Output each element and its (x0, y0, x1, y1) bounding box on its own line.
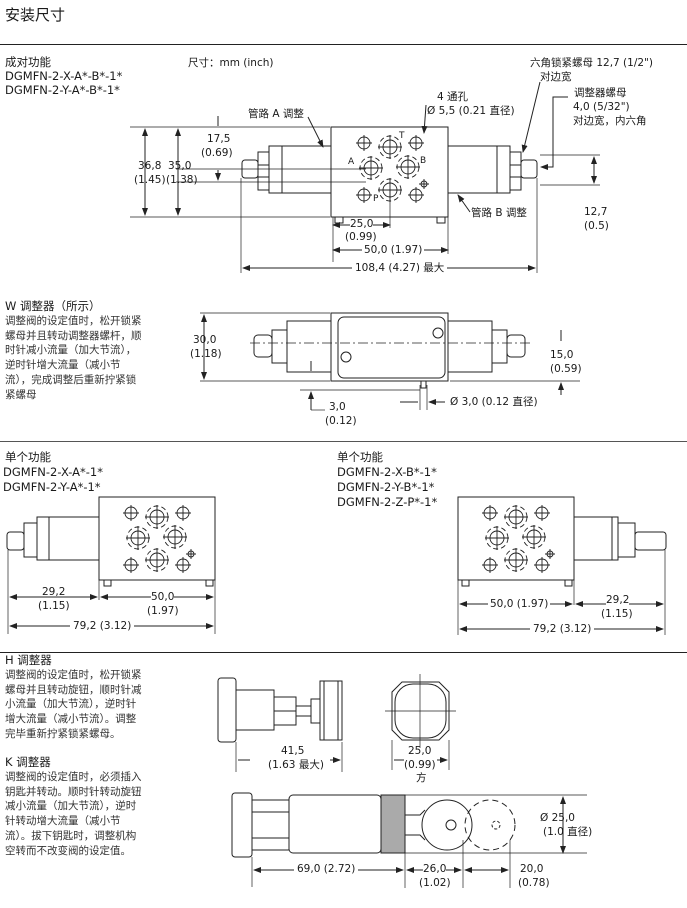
dim-29-2-in: (1.15) (38, 600, 70, 613)
dim-50-0-in: (1.97) (147, 605, 179, 617)
single-left-heading: 单个功能 (5, 450, 51, 464)
w-adjuster-drawing (200, 312, 580, 411)
pin-diameter: Ø 3,0 (0.12 直径) (450, 396, 538, 408)
dim-69-0: 69,0 (2.72) (294, 863, 359, 876)
dim-79-2: 79,2 (3.12) (530, 623, 595, 636)
dim-79-2: 79,2 (3.12) (70, 620, 135, 633)
dim-25-0-in: (0.99) (345, 231, 377, 243)
single-left-model: DGMFN-2-X-A*-1* (3, 465, 103, 479)
dim-41-5-in: (1.63 最大) (268, 759, 324, 771)
dim-15-0-in: (0.59) (550, 363, 582, 375)
h-heading: H 调整器 (5, 653, 52, 667)
dim-29-2-in: (1.15) (601, 608, 633, 620)
dim-20-0: 20,0 (520, 863, 544, 875)
units-note: 尺寸：mm (inch) (188, 57, 274, 69)
port-label-t: T (399, 131, 405, 141)
dim-108-4: 108,4 (4.27) 最大 (352, 262, 448, 275)
paired-model: DGMFN-2-Y-A*-B*-1* (5, 83, 120, 97)
page-title: 安装尺寸 (5, 6, 66, 24)
dim-dia-25-0: Ø 25,0 (540, 812, 575, 824)
dim-20-0-in: (0.78) (518, 877, 550, 889)
w-heading: W 调整器（所示） (5, 299, 101, 313)
dim-25-0-in: (0.99) (404, 759, 436, 771)
k-heading: K 调整器 (5, 755, 51, 769)
h-adjuster-drawing (217, 674, 456, 772)
single-right-drawing (457, 496, 667, 635)
dim-26-0: 26,0 (423, 863, 447, 876)
dim-dia-25-0-in: (1.0 直径) (543, 826, 593, 838)
dim-25-0: 25,0 (350, 218, 374, 231)
single-left-drawing (6, 496, 216, 634)
adjuster-nut-label: 4,0 (5/32") (573, 101, 630, 113)
single-right-model: DGMFN-2-Y-B*-1* (337, 480, 435, 494)
dim-30-0: 30,0 (193, 334, 217, 346)
dim-29-2: 29,2 (42, 586, 66, 598)
single-right-heading: 单个功能 (337, 450, 383, 464)
dim-12-7: 12,7 (584, 206, 608, 218)
square-note: 方 (416, 772, 427, 784)
dim-35-0-in: (1.38) (166, 174, 198, 186)
hex-nut-label: 六角锁紧螺母 12,7 (1/2") (530, 57, 653, 69)
port-label-a: A (348, 157, 355, 167)
hex-nut-label: 对边宽 (540, 71, 572, 83)
dim-41-5: 41,5 (281, 745, 305, 757)
divider (0, 44, 687, 45)
dim-26-0-in: (1.02) (419, 877, 451, 889)
dim-3-0-in: (0.12) (325, 415, 357, 427)
dim-17-5-in: (0.69) (201, 147, 233, 159)
divider (0, 441, 687, 442)
line-b-adjust-label: 管路 B 调整 (471, 207, 527, 219)
dim-15-0: 15,0 (550, 349, 574, 361)
line-a-adjust-label: 管路 A 调整 (248, 108, 304, 120)
dim-3-0: 3,0 (329, 401, 346, 413)
dim-30-0-in: (1.18) (190, 348, 222, 360)
port-label-b: B (420, 156, 427, 166)
dim-35-0: 35,0 (168, 160, 192, 172)
dim-17-5: 17,5 (207, 133, 231, 145)
paired-heading: 成对功能 (5, 55, 51, 69)
paired-model: DGMFN-2-X-A*-B*-1* (5, 69, 123, 83)
through-holes-label: Ø 5,5 (0.21 直径) (427, 105, 515, 117)
dim-36-8: 36,8 (138, 160, 162, 172)
h-description: 调整阀的设定值时，松开锁紧螺母并且转动旋钮，顺时针减小流量（加大节流），逆时针增… (5, 669, 142, 740)
w-description: 调整阀的设定值时，松开锁紧螺母并且转动调整器螺杆，顺时针减小流量（加大节流），逆… (5, 315, 142, 401)
dim-50-0: 50,0 (1.97) (362, 244, 425, 257)
dim-50-0: 50,0 (1.97) (488, 598, 551, 611)
k-description: 调整阀的设定值时，必须插入钥匙并转动。顺时针转动旋钮减小流量（加大节流），逆时针… (5, 771, 142, 857)
single-right-model: DGMFN-2-X-B*-1* (337, 465, 437, 479)
dim-50-0: 50,0 (151, 591, 175, 604)
dim-12-7-in: (0.5) (584, 220, 609, 232)
adjuster-nut-label: 对边宽，内六角 (573, 115, 647, 127)
through-holes-label: 4 通孔 (437, 91, 469, 103)
adjuster-nut-label: 调整器螺母 (574, 87, 627, 99)
dim-25-0: 25,0 (408, 745, 432, 757)
port-label-p: P (373, 194, 379, 204)
divider (0, 652, 687, 653)
single-left-model: DGMFN-2-Y-A*-1* (3, 480, 101, 494)
single-right-model: DGMFN-2-Z-P*-1* (337, 495, 438, 509)
dim-29-2: 29,2 (606, 594, 630, 607)
dim-36-8-in: (1.45) (134, 174, 166, 186)
